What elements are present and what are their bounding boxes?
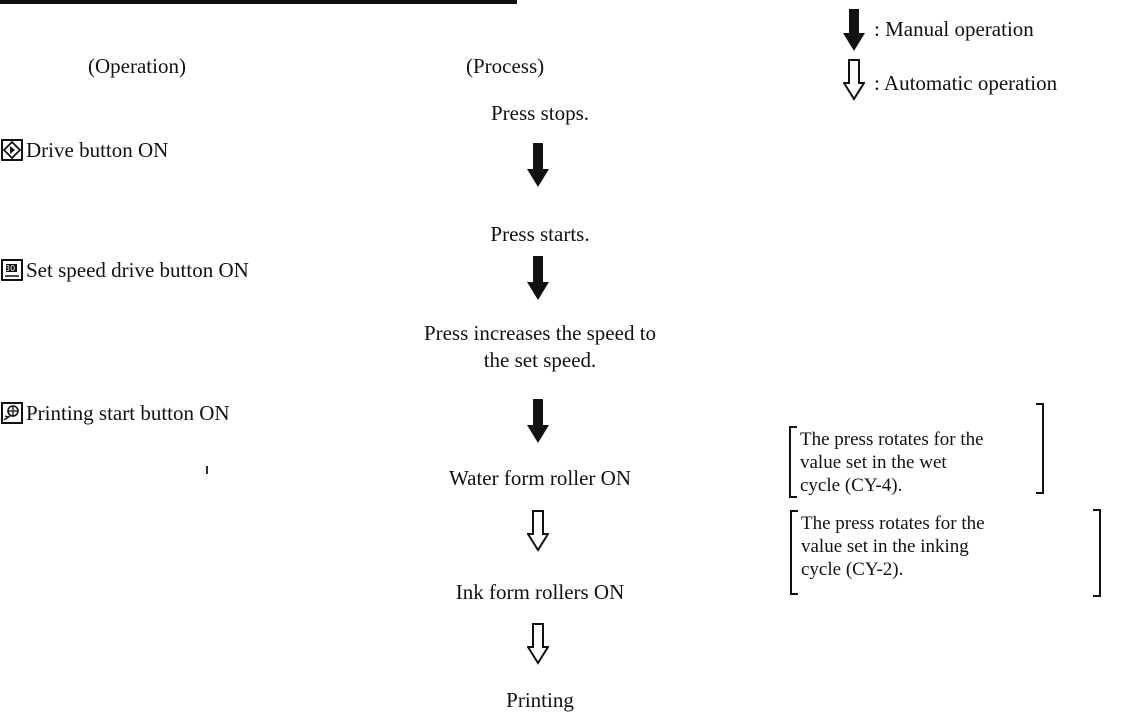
process-step-increase-speed-line2: the set speed. — [483, 348, 597, 372]
note-inking-cycle-line3: cycle (CY-2). — [801, 559, 904, 580]
top-rule — [0, 0, 517, 4]
process-step-increase-speed-line1: Press increases the speed to — [423, 321, 657, 345]
process-step-ink-form-rollers: Ink form rollers ON — [455, 580, 625, 604]
svg-text:30: 30 — [5, 264, 15, 273]
process-step-printing: Printing — [506, 688, 574, 712]
note-wet-cycle-line3: cycle (CY-4). — [800, 475, 903, 496]
process-step-water-form-roller: Water form roller ON — [449, 466, 631, 490]
process-step-press-stops: Press stops. — [490, 101, 590, 125]
printing-start-button-icon — [1, 402, 23, 424]
drive-button-icon — [1, 139, 23, 161]
note-wet-cycle-left-bracket — [789, 426, 797, 498]
set-speed-drive-button-icon: 30 — [1, 259, 23, 281]
note-inking-cycle-right-bracket — [1093, 509, 1101, 597]
manual-arrow-1-icon — [527, 143, 549, 192]
note-inking-cycle-line2: value set in the inking — [801, 536, 969, 557]
manual-arrow-2-icon — [527, 256, 549, 305]
note-inking-cycle-line1: The press rotates for the — [801, 513, 985, 534]
manual-arrow-3-icon — [527, 399, 549, 448]
operation-header: (Operation) — [88, 54, 186, 78]
operation-printing-start-button: Printing start button ON — [1, 401, 230, 425]
process-header: (Process) — [466, 54, 545, 78]
operation-set-speed-drive-button: 30 Set speed drive button ON — [1, 258, 249, 282]
printing-start-button-label: Printing start button ON — [26, 401, 230, 425]
legend-automatic-arrow-icon — [842, 59, 866, 106]
automatic-arrow-1-icon — [526, 510, 550, 557]
drive-button-label: Drive button ON — [26, 138, 169, 162]
note-inking-cycle-left-bracket — [790, 510, 798, 595]
process-step-press-starts: Press starts. — [490, 222, 590, 246]
note-wet-cycle-line2: value set in the wet — [800, 452, 947, 473]
set-speed-drive-button-label: Set speed drive button ON — [26, 258, 249, 282]
note-wet-cycle-right-bracket — [1036, 403, 1044, 494]
legend-manual-arrow-icon — [843, 9, 865, 56]
note-wet-cycle-line1: The press rotates for the — [800, 429, 984, 450]
note-wet-cycle: The press rotates for the value set in t… — [800, 428, 1032, 497]
note-inking-cycle: The press rotates for the value set in t… — [801, 512, 1051, 581]
stray-mark — [206, 466, 208, 474]
legend-manual-label: : Manual operation — [874, 17, 1034, 41]
automatic-arrow-2-icon — [526, 623, 550, 670]
legend-automatic-label: : Automatic operation — [874, 71, 1058, 95]
operation-drive-button: Drive button ON — [1, 138, 168, 162]
